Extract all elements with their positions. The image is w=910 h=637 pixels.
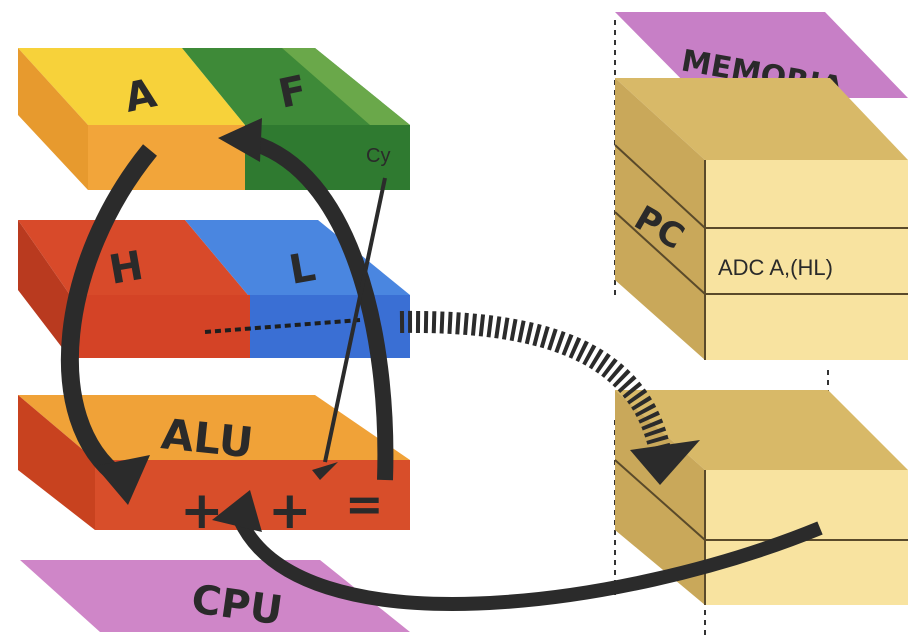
alu-plus-2: +	[268, 481, 312, 541]
alu-plus-1: +	[180, 481, 224, 541]
memory-upper-stack: PC ADC A,(HL)	[615, 78, 908, 360]
alu-label: ALU	[159, 409, 255, 467]
alu-equals: =	[345, 477, 384, 531]
carry-flag-label: Cy	[366, 145, 390, 167]
instruction-label: ADC A,(HL)	[718, 255, 833, 280]
af-register-block: A F Cy	[18, 48, 410, 190]
